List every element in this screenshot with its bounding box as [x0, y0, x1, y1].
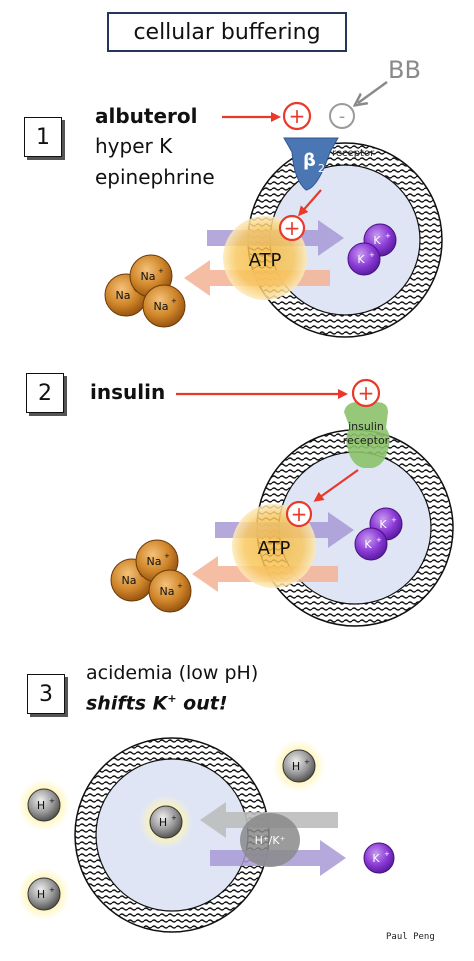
na-ion [142, 284, 186, 328]
insulin-label: insulin [90, 380, 166, 404]
k-ion-charge: + [385, 232, 391, 240]
plus-label: + [289, 104, 306, 128]
h-ion [27, 877, 61, 911]
k-ion-charge: + [376, 536, 382, 544]
na-ion [148, 569, 192, 613]
insulin-receptor [344, 402, 390, 468]
beta2-receptor [283, 137, 339, 191]
h-ion-charge: + [304, 758, 310, 766]
h-ion-label: H [159, 816, 167, 829]
plus-label: + [291, 502, 308, 526]
author-credit: Paul Peng [386, 932, 435, 942]
h-ion-label: H [37, 799, 45, 812]
na-ion-label: Na [154, 300, 169, 313]
potassium-ions: K + K + [347, 223, 397, 276]
beta2-receptor-label: receptor [332, 148, 375, 159]
h-ion-charge: + [171, 814, 177, 822]
k-ion-charge: + [369, 251, 375, 259]
na-ion-label: Na [116, 289, 131, 302]
na-ion-label: Na [141, 270, 156, 283]
signal-arrow [313, 469, 359, 502]
k-ion-label: K [373, 234, 381, 247]
section-3-diagram: H⁺/K⁺ H + H + H + H + K + [17, 737, 395, 933]
k-ion [354, 527, 388, 561]
pump-stimulation-plus-icon [278, 214, 306, 242]
h-ion-label: H [37, 888, 45, 901]
hk-exchanger [240, 813, 300, 867]
sodium-ions: Na + Na + Na + [104, 254, 186, 328]
stimulation-plus-icon [282, 101, 312, 131]
beta-blocker-arrow [358, 80, 388, 103]
k-ion-label: K [364, 538, 372, 551]
k-ion-charge: + [384, 850, 390, 858]
stimulation-plus-icon [351, 378, 381, 408]
na-ion-label: Na [122, 574, 137, 587]
insulin-receptor-label-line1: insulin [348, 420, 384, 433]
k-ion-label: K [357, 253, 365, 266]
beta-symbol: β [303, 150, 316, 171]
insulin-receptor-label-line2: receptor [343, 434, 390, 447]
potassium-ions: K + K + [354, 507, 403, 561]
step-number-1: 1 [24, 117, 62, 157]
sodium-ions: Na + Na + Na + [110, 539, 192, 613]
na-ion-charge: + [171, 297, 177, 305]
k-ion-charge: + [391, 516, 397, 524]
step-number-2: 2 [26, 373, 64, 413]
atp-label: ATP [258, 538, 291, 559]
hyper-k-label: hyper K [95, 134, 173, 158]
inhibition-minus-icon [329, 103, 355, 129]
minus-label: - [339, 106, 346, 127]
hydrogen-ions: H + H + H + H + [17, 739, 326, 921]
page-title: cellular buffering [107, 12, 347, 52]
na-ion-charge: + [177, 582, 183, 590]
signal-arrow [298, 189, 322, 217]
albuterol-label: albuterol [95, 104, 198, 128]
section-2-diagram: ATP K + K + Na + Na + Na + insulin recep… [110, 378, 454, 627]
hk-exchanger-label: H⁺/K⁺ [255, 834, 286, 847]
h-ion [282, 749, 316, 783]
shifts-k-out-label: shifts K+ out! [86, 692, 228, 715]
na-ion-label: Na [160, 585, 175, 598]
k-ion-label: K [372, 852, 380, 865]
k-ion [347, 242, 381, 276]
plus-label: + [284, 216, 301, 240]
section-1-diagram: ATP K + K + Na + Na + Na + β 2 receptor [104, 56, 443, 338]
beta-subscript: 2 [318, 162, 325, 175]
h-ion [149, 805, 183, 839]
k-ion-label: K [379, 518, 387, 531]
plus-label: + [358, 381, 375, 405]
h-ion [27, 788, 61, 822]
na-ion-label: Na [147, 555, 162, 568]
step-number-3: 3 [27, 674, 65, 714]
k-ion [363, 842, 395, 874]
acidemia-label: acidemia (low pH) [86, 662, 259, 684]
h-ion-charge: + [49, 797, 55, 805]
beta-blocker-label: BB [388, 56, 421, 84]
epinephrine-label: epinephrine [95, 165, 215, 189]
na-ion-charge: + [164, 552, 170, 560]
atp-label: ATP [249, 250, 282, 271]
pump-stimulation-plus-icon [285, 500, 313, 528]
h-ion-label: H [292, 760, 300, 773]
na-ion-charge: + [158, 267, 164, 275]
h-ion-charge: + [49, 886, 55, 894]
